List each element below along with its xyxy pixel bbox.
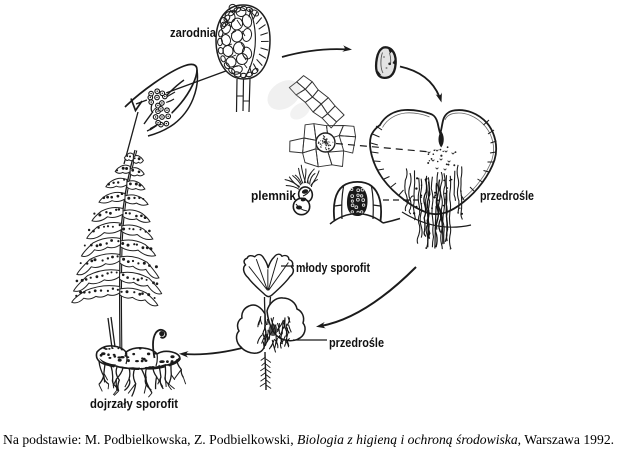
svg-text:plemnik: plemnik (251, 189, 296, 203)
svg-text:przedrośle: przedrośle (329, 336, 384, 350)
svg-text:dojrzały sporofit: dojrzały sporofit (90, 397, 179, 411)
svg-text:zarodnia: zarodnia (170, 26, 217, 40)
svg-text:młody sporofit: młody sporofit (296, 261, 371, 275)
svg-text:przedrośle: przedrośle (480, 189, 534, 203)
